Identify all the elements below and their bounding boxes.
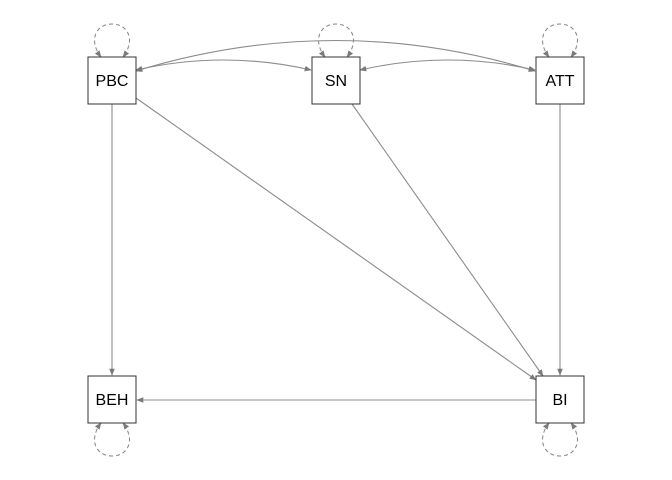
node-bi: BI xyxy=(535,375,585,424)
variance-loop-sn xyxy=(318,23,354,58)
variance-loop-pbc xyxy=(94,23,130,58)
node-beh: BEH xyxy=(87,375,137,424)
node-label-bi: BI xyxy=(552,392,567,409)
node-label-sn: SN xyxy=(325,73,347,90)
path-sn-to-bi xyxy=(351,103,544,377)
node-pbc: PBC xyxy=(87,56,137,105)
node-label-att: ATT xyxy=(545,73,574,90)
variance-loop-att xyxy=(542,23,578,58)
variance-loop-beh xyxy=(94,422,130,457)
node-label-beh: BEH xyxy=(96,392,129,409)
node-att: ATT xyxy=(535,56,585,105)
covariance-sn-att xyxy=(359,59,536,72)
covariance-pbc-sn xyxy=(135,59,312,72)
node-sn: SN xyxy=(311,56,361,105)
variance-loop-bi xyxy=(542,422,578,457)
covariance-pbc-att xyxy=(135,40,536,72)
path-pbc-to-bi xyxy=(135,97,537,381)
node-label-pbc: PBC xyxy=(96,73,129,90)
